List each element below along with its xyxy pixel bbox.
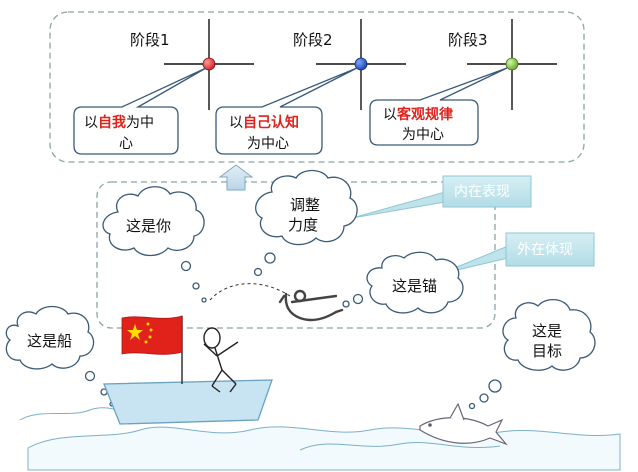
- stage-3-dot: [505, 57, 519, 71]
- stage-1-dot: [202, 57, 216, 71]
- stage-2-callout: [215, 67, 358, 155]
- inner-tag-label: 内在表现: [454, 184, 510, 200]
- flag: [121, 315, 183, 384]
- bubble-you: [102, 186, 207, 303]
- up-arrow-icon: [218, 164, 254, 191]
- bubble-adjust: [253, 169, 358, 277]
- bubble-anchor: [342, 251, 464, 314]
- stage-1-label: 阶段1: [130, 31, 170, 49]
- stage-2-callout-line1: 以自己认知: [229, 114, 299, 131]
- stage-1: 阶段1 以自我为中 心: [73, 19, 254, 155]
- stage-3-callout-line2: 为中心: [402, 127, 444, 143]
- boat-hull: [103, 379, 273, 425]
- sea-waves: [19, 407, 621, 471]
- bubble-anchor-text: 这是锚: [392, 277, 437, 295]
- stage-1-callout-line1: 以自我为中: [84, 114, 154, 131]
- bubble-adjust-text-1: 调整: [290, 196, 320, 214]
- outer-tag-label: 外在体现: [517, 242, 573, 258]
- stage-2: 阶段2 以自己认知 为中心: [215, 19, 406, 155]
- stage-2-dot: [354, 57, 368, 71]
- outer-tag: 外在体现: [439, 232, 595, 275]
- stage-2-label: 阶段2: [293, 31, 333, 49]
- anchor-rope: [209, 283, 291, 301]
- shark-icon: [419, 402, 508, 446]
- stage-3-callout: [369, 67, 508, 146]
- stage-3-label: 阶段3: [448, 31, 488, 49]
- bubble-target: [468, 299, 596, 410]
- stage-1-callout-line2: 心: [119, 136, 133, 152]
- bubble-boat: [5, 305, 115, 407]
- flag-star-icon: [127, 324, 143, 340]
- bubble-target-text-1: 这是: [532, 322, 562, 340]
- bubble-adjust-text-2: 力度: [288, 216, 318, 234]
- inner-tag: 内在表现: [351, 175, 532, 219]
- bubble-boat-text: 这是船: [27, 332, 72, 350]
- stick-figure: [203, 327, 239, 393]
- stage-1-callout: [73, 67, 207, 155]
- stage-2-callout-line2: 为中心: [247, 136, 289, 152]
- stages-frame: [49, 11, 585, 163]
- bubble-target-text-2: 目标: [532, 342, 562, 360]
- bubble-you-text: 这是你: [126, 217, 171, 235]
- stage-3-callout-line1: 以客观规律: [383, 106, 453, 123]
- anchor-icon: [278, 289, 344, 322]
- stage-3: 阶段3 以客观规律 为中心: [369, 19, 557, 146]
